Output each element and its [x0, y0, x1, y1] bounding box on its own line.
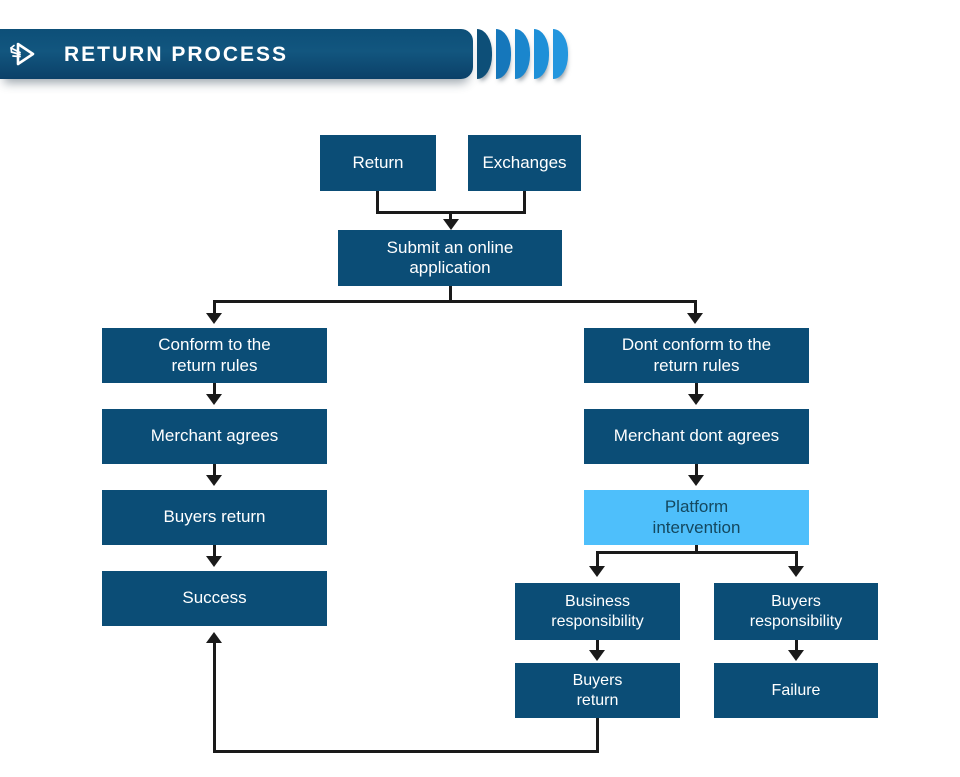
arrowhead-to-business-responsibility [589, 566, 605, 577]
edge-split-bar [213, 300, 696, 303]
header-decorative-bars [477, 29, 568, 79]
arrowhead-to-failure [788, 650, 804, 661]
arrowhead-to-buyers-return-left [206, 475, 222, 486]
decorative-bar [553, 29, 568, 79]
edge-split-left [213, 300, 216, 316]
edge-feedback-down [596, 718, 599, 753]
edge-platform-down [695, 545, 698, 553]
flow-node-business-responsibility[interactable]: Business responsibility [515, 583, 680, 640]
play-triangle-arrow-icon [0, 29, 46, 79]
arrowhead-feedback-to-success [206, 632, 222, 643]
edge-return-down [376, 191, 379, 213]
edge-buyers-return-left-down [213, 545, 216, 559]
page-title: RETURN PROCESS [64, 42, 289, 66]
edge-buyers-responsibility-down [795, 640, 798, 652]
arrowhead-to-buyers-return-bottom [589, 650, 605, 661]
arrowhead-to-merchant-dont-agrees [688, 394, 704, 405]
flow-node-conform-to-return-rules[interactable]: Conform to the return rules [102, 328, 327, 383]
header-banner: RETURN PROCESS [0, 29, 473, 79]
edge-platform-split-right [795, 551, 798, 569]
flow-node-failure[interactable]: Failure [714, 663, 878, 718]
flow-node-dont-conform-to-return-rules[interactable]: Dont conform to the return rules [584, 328, 809, 383]
flow-node-merchant-agrees[interactable]: Merchant agrees [102, 409, 327, 464]
flow-node-submit-application[interactable]: Submit an online application [338, 230, 562, 286]
decorative-bar [496, 29, 511, 79]
flow-node-platform-intervention[interactable]: Platform intervention [584, 490, 809, 545]
edge-merchant-dont-agrees-down [695, 464, 698, 478]
flow-node-merchant-dont-agrees[interactable]: Merchant dont agrees [584, 409, 809, 464]
decorative-bar [534, 29, 549, 79]
edge-feedback-up [213, 641, 216, 751]
arrowhead-to-platform-intervention [688, 475, 704, 486]
arrowhead-to-dont-conform [687, 313, 703, 324]
arrowhead-to-submit [443, 219, 459, 230]
edge-conform-down [213, 383, 216, 397]
edge-merge-down [449, 211, 452, 222]
decorative-bar [515, 29, 530, 79]
flow-node-return[interactable]: Return [320, 135, 436, 191]
edge-feedback-left [213, 750, 599, 753]
flow-node-buyers-return-left[interactable]: Buyers return [102, 490, 327, 545]
edge-dont-conform-down [695, 383, 698, 397]
flow-node-exchanges[interactable]: Exchanges [468, 135, 581, 191]
arrowhead-to-buyers-responsibility [788, 566, 804, 577]
flow-node-buyers-return-bottom[interactable]: Buyers return [515, 663, 680, 718]
arrowhead-to-success [206, 556, 222, 567]
flow-node-success[interactable]: Success [102, 571, 327, 626]
edge-exchanges-down [523, 191, 526, 213]
arrowhead-to-conform [206, 313, 222, 324]
edge-platform-split-left [596, 551, 599, 569]
edge-merchant-agrees-down [213, 464, 216, 478]
arrowhead-to-merchant-agrees [206, 394, 222, 405]
edge-platform-split-bar [596, 551, 798, 554]
decorative-bar [477, 29, 492, 79]
flow-node-buyers-responsibility[interactable]: Buyers responsibility [714, 583, 878, 640]
edge-business-responsibility-down [596, 640, 599, 652]
edge-submit-down [449, 286, 452, 302]
edge-split-right [694, 300, 697, 316]
